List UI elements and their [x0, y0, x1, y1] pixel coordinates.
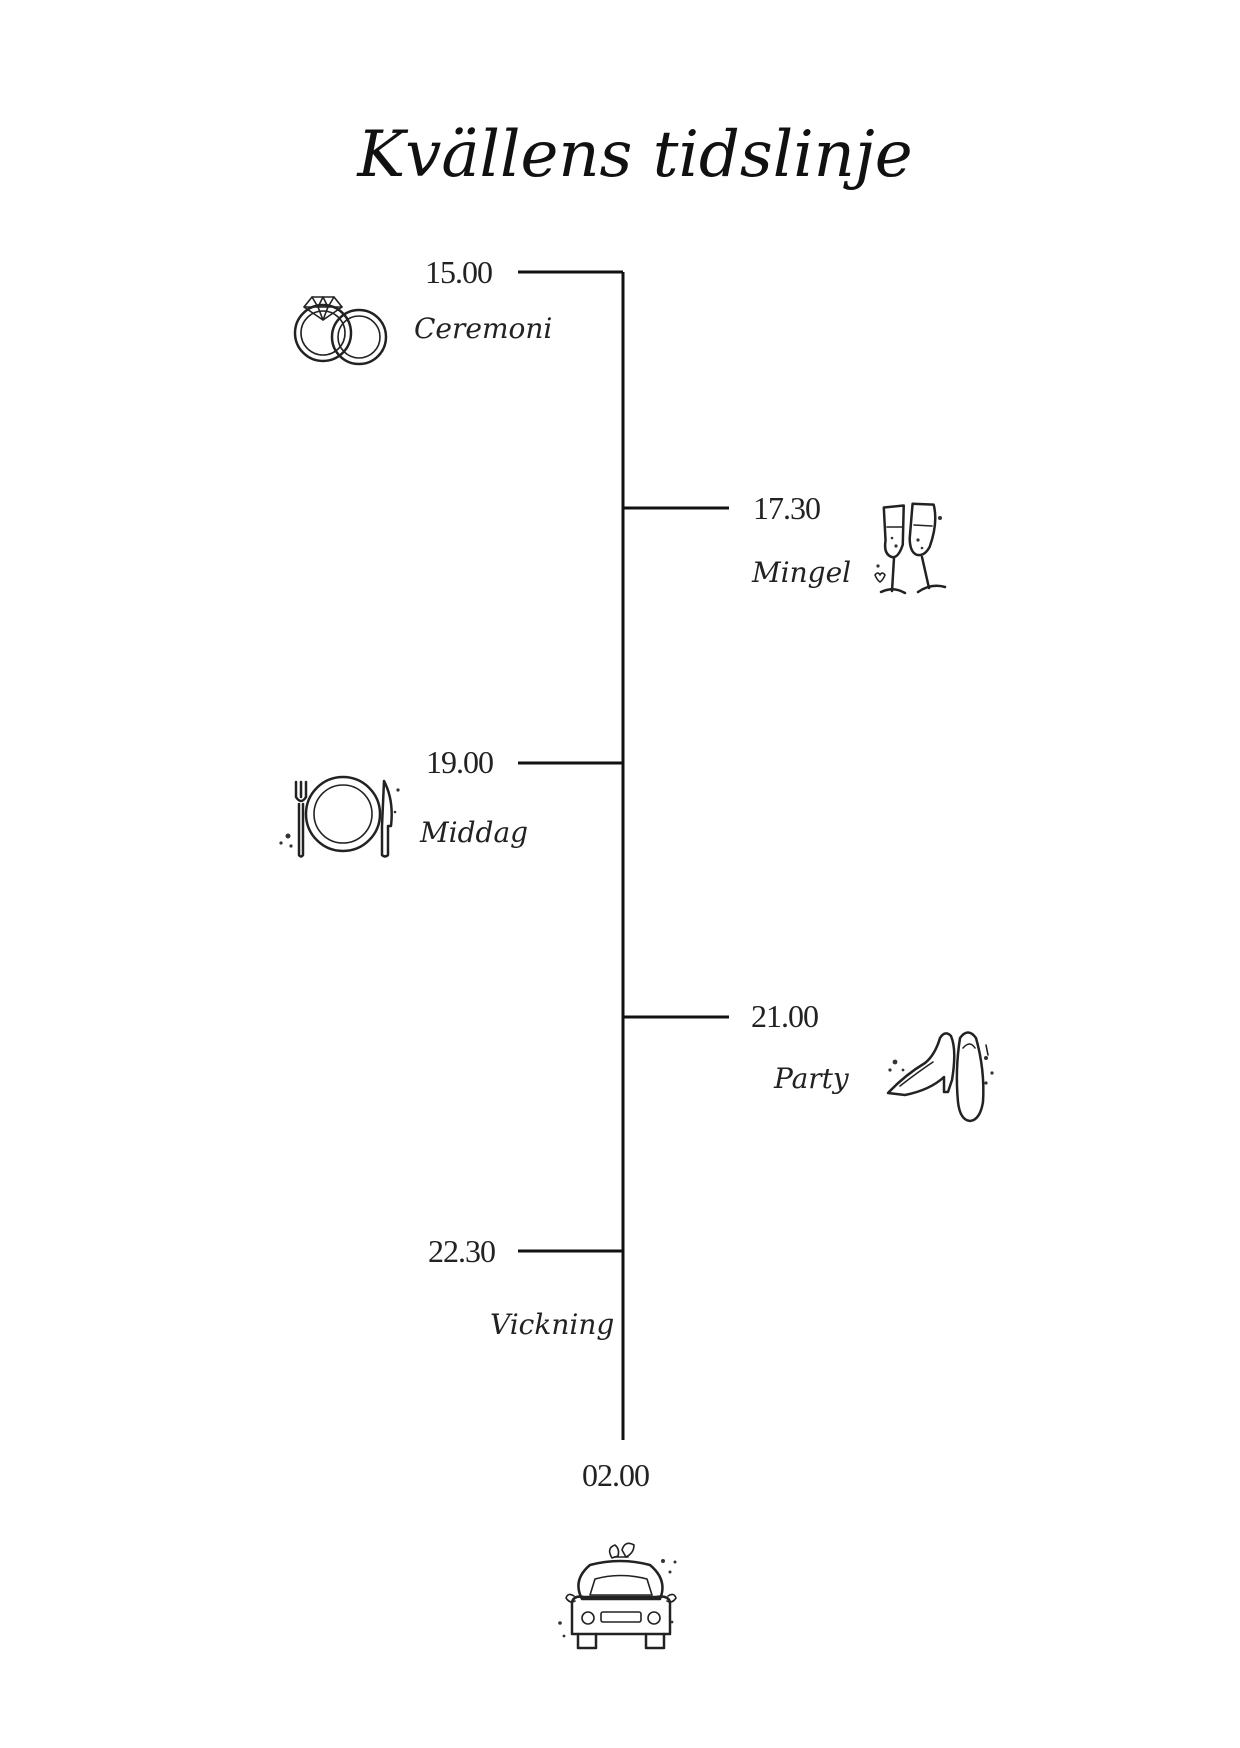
- event-label-party: Party: [774, 1062, 849, 1095]
- champagne-glasses-icon: [874, 502, 947, 595]
- event-label-ceremoni: Ceremoni: [414, 312, 553, 345]
- event-time-ceremoni: 15.00: [425, 254, 493, 290]
- event-time-end: 02.00: [582, 1457, 650, 1493]
- event-label-mingel: Mingel: [752, 556, 852, 589]
- event-time-vickning: 22.30: [428, 1233, 496, 1269]
- page-title: Kvällens tidslinje: [357, 118, 913, 192]
- wedding-car-icon: [558, 1542, 677, 1650]
- event-label-middag: Middag: [420, 816, 529, 849]
- event-time-middag: 19.00: [426, 744, 494, 780]
- rings-icon: [293, 296, 388, 366]
- high-heels-icon: [886, 1031, 994, 1123]
- event-time-party: 21.00: [751, 998, 819, 1034]
- event-time-mingel: 17.30: [753, 490, 821, 526]
- plate-cutlery-icon: [279, 775, 400, 858]
- event-label-vickning: Vickning: [490, 1308, 615, 1341]
